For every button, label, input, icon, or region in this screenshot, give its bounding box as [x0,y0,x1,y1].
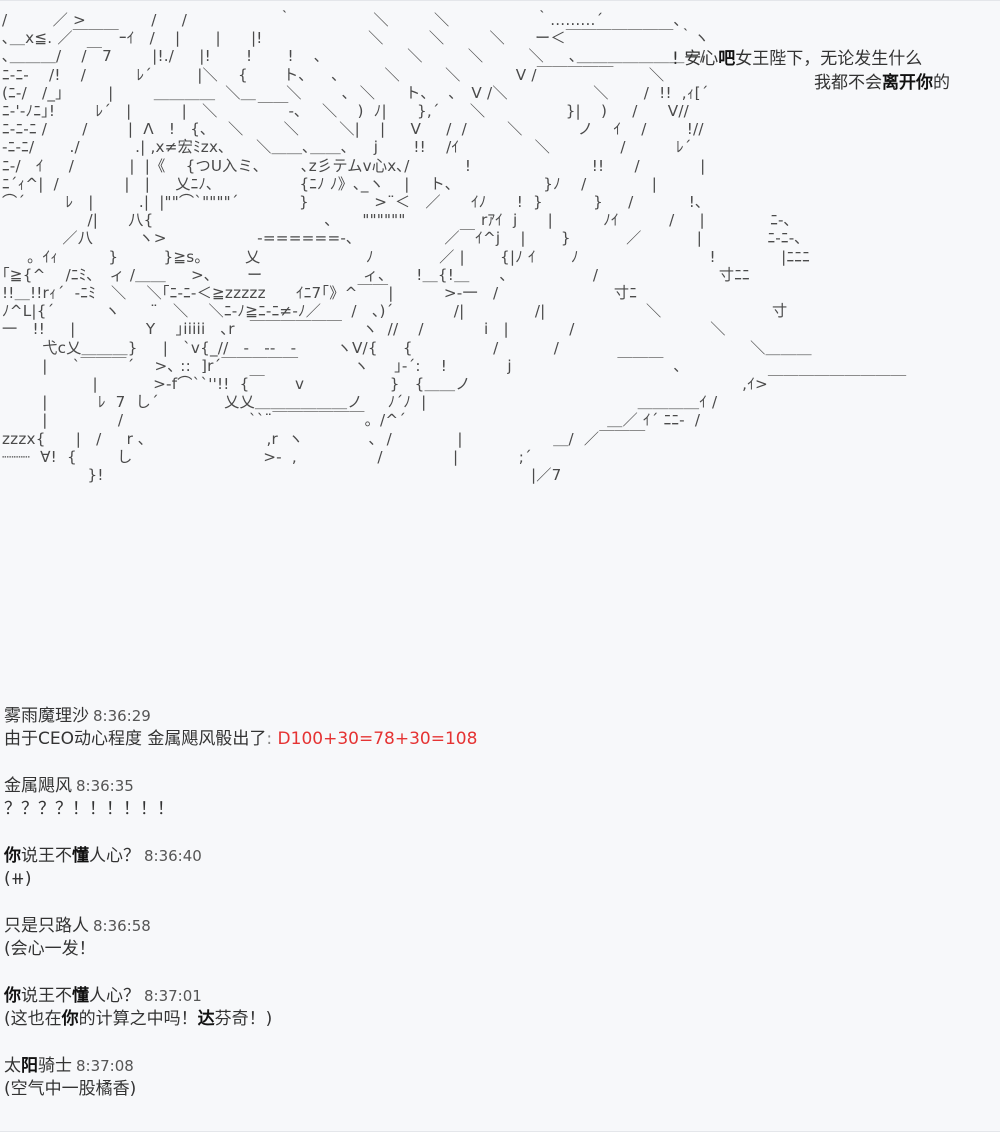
author-bold: 阳 [21,1056,38,1076]
chat-message: 你说王不懂人心？8:36:40 (⧺) [4,845,984,891]
art-line: ﾉ^L|{´ ヽ ¨ ＼ ＼ﾆ-ﾉ≧ﾆ-ﾆ≠-ﾉ／ / 、)´ /| /| ＼ … [2,302,788,321]
message-author: 只是只路人 [4,916,89,936]
author-text: 骑士 [38,1056,72,1076]
art-line: ┈┈┈ ∀! { し >- , / | ;´ [2,447,532,466]
speech-line-1: ! 安心吧女王陛下，无论发生什么 [672,47,922,71]
author-bold: 你 [4,986,21,1006]
message-body: (会心一发！ [4,939,96,959]
speech-text: 女王陛下，无论发生什么 [735,49,923,69]
message-header: 你说王不懂人心？8:37:01 [4,985,984,1008]
message-author: 你说王不懂人心？ [4,986,140,1006]
art-line: | `￣￣￣´ >､ :: ]r´￣￣￣￣￣ ヽ ｣-´: ! j ￣￣￣ ､ [2,356,682,375]
message-time: 8:37:01 [144,987,202,1005]
author-bold: 懂 [72,986,89,1006]
speech-text: 的 [933,73,950,93]
art-line: 弋c乂＿＿＿} | `v{_// - -- - ヽV/{ { / / ＼＿＿＿ [2,338,812,357]
speech-text: 我都不会 [814,73,882,93]
art-line: ／八 ヽ> -======-､ ／￣ｲ^j | } ／ | ﾆ-ﾆ-､ [2,229,803,248]
art-line: ﾆ-/ ｲ / | |《 {つU入ミ､ ､z彡テムv心x､/ ! !! / | [2,156,706,175]
art-line: !!＿!!rｨ´ -ﾆﾐ ＼ ＼｢ﾆ-ﾆ-＜≧zzzzz ｲﾆ7｢》^￣￣| >… [2,284,638,303]
dice-result: D100+30=78+30=108 [277,729,478,749]
author-text: 人心？ [89,986,140,1006]
speech-bold: 离开你 [882,73,933,93]
author-text: 说王不 [21,986,72,1006]
art-line: ﾆ-'-ﾉﾆ｣! ﾚ´ | | ＼ ￣￣-､ ＼ ) ﾉ| },´ ＼ }| )… [2,102,689,121]
message-bold: 你 [61,1009,79,1029]
art-line: ﾆ-ﾆ-ﾆ / / | Λ ! {､ ＼ ＼ ＼| | V / / ＼ ノ ｲ … [2,120,704,139]
chat-message: 你说王不懂人心？8:37:01 (这也在你的计算之中吗！达芬奇！) [4,985,984,1031]
author-text: 人心？ [89,846,140,866]
speech-text: ! 安心 [672,49,719,69]
speech-line-2: 我都不会离开你的 [814,71,950,95]
message-body: ？？？？！！！！！！ [4,799,174,819]
art-line: | >-f⌒``''!! {￣ v } {＿＿ノ ,ｲ>￣￣￣￣￣￣￣￣￣ [2,375,907,394]
art-line: zzzx{ | / r ､ ,r ヽ ､ / | ＿/ ／￣￣￣ [2,429,646,448]
message-text: 的计算之中吗！ [78,1009,198,1029]
speech-bold: 吧 [718,49,736,69]
message-time: 8:36:29 [93,707,151,725]
art-line: (ﾆ-/ /_｣ | ＿＿＿＿ ＼＿ ＼ ､ ＼ ト､ ､ V /＼ ＼ / !… [2,83,709,102]
message-author: 金属飓风 [4,776,72,796]
message-author: 太阳骑士 [4,1056,72,1076]
message-text: 由于CEO动心程度 金属飓风骰出了 [4,729,267,749]
author-text: 说王不 [21,846,72,866]
author-text: 太 [4,1056,21,1076]
message-time: 8:36:40 [144,847,202,865]
message-body: 由于CEO动心程度 金属飓风骰出了: D100+30=78+30=108 [4,728,984,751]
art-line: ⌒´ ﾚ | .| |""⌒`""""´ } >¨＜ ／ ｲﾉ ! } } / … [2,193,703,212]
message-text: 芬奇！) [214,1009,273,1029]
art-line: 。ｲｨ } }≧s。 乂 ﾉ ／ | {|ﾉ ｲ ﾉ ! |ﾆﾆﾆ [2,247,810,266]
art-line: 一 !! | Y ｣iiiii ､r ￣￣￣￣￣￣ ヽ // / i | / ＼ [2,320,726,339]
message-author: 雾雨魔理沙 [4,706,89,726]
art-line: }! |／7 [2,466,562,485]
message-separator: : [266,729,278,749]
message-body: (空气中一股橘香) [4,1079,137,1099]
ascii-art: / ／ > / / ｀ ＼ ＼ ｀.........´ ､ ､＿x≦. ／￣￣￣… [2,11,906,484]
message-body: (⧺) [4,869,32,889]
art-line: | / ``¨￣￣￣￣￣￣。/^´ ＿／ ｲ´ ﾆﾆ- / [2,411,701,430]
message-body: (这也在你的计算之中吗！达芬奇！) [4,1008,984,1031]
author-bold: 懂 [72,846,89,866]
art-line: ､＿＿＿/ /￣7 |!./ |! ! ! ､ ＼ ＼ ＼ ､＿＿＿＿＿＿＿ー/ [2,47,706,66]
art-line: ﾆ´ｨ^| / | | 乂ﾆﾉ､ {ﾆﾉ ﾉ》､_ヽ | ト､ }ﾉ / | [2,174,658,193]
art-line: ､＿x≦. ／￣￣￣ｰｲ / | | |! ＼ ＼ ＼ ー＜￣￣￣￣￣￣￣ ｀ヽ [2,29,710,48]
message-bold: 达 [197,1009,215,1029]
art-line: -ﾆ-ﾆ/ ./ .| ,x≠宏ﾐzx､ ＼＿＿､＿＿､ j !! /ｲ ＼ /… [2,138,692,157]
message-time: 8:36:35 [76,777,134,795]
art-line: | ﾚ 7 し´ 乂乂＿＿＿＿＿＿ノ ﾉ´ﾉ | ＿＿＿＿ｲ / [2,393,718,412]
art-line: ﾆ-ﾆ- /! / ﾚ´ |＼ { ト､ ､ ＼ ＼ V /￣￣￣￣￣ ＼ [2,65,665,84]
message-text: (这也在 [4,1009,62,1029]
message-author: 你说王不懂人心？ [4,846,140,866]
author-bold: 你 [4,846,21,866]
art-line: ｢≧{^ /ﾆﾐ､ ィ /＿＿ >､ ー ィ､ !＿{!＿ ､ / 寸ﾆﾆ [2,265,750,284]
message-header: 你说王不懂人心？8:36:40 [4,845,984,868]
art-line: /| 八{ ､ """""" rｱｲ j | ﾉｲ / | ﾆ-､ [2,211,792,230]
art-line: / ／ > / / ｀ ＼ ＼ ｀.........´ ､ [2,11,682,29]
message-time: 8:37:08 [76,1057,134,1075]
message-time: 8:36:58 [93,917,151,935]
